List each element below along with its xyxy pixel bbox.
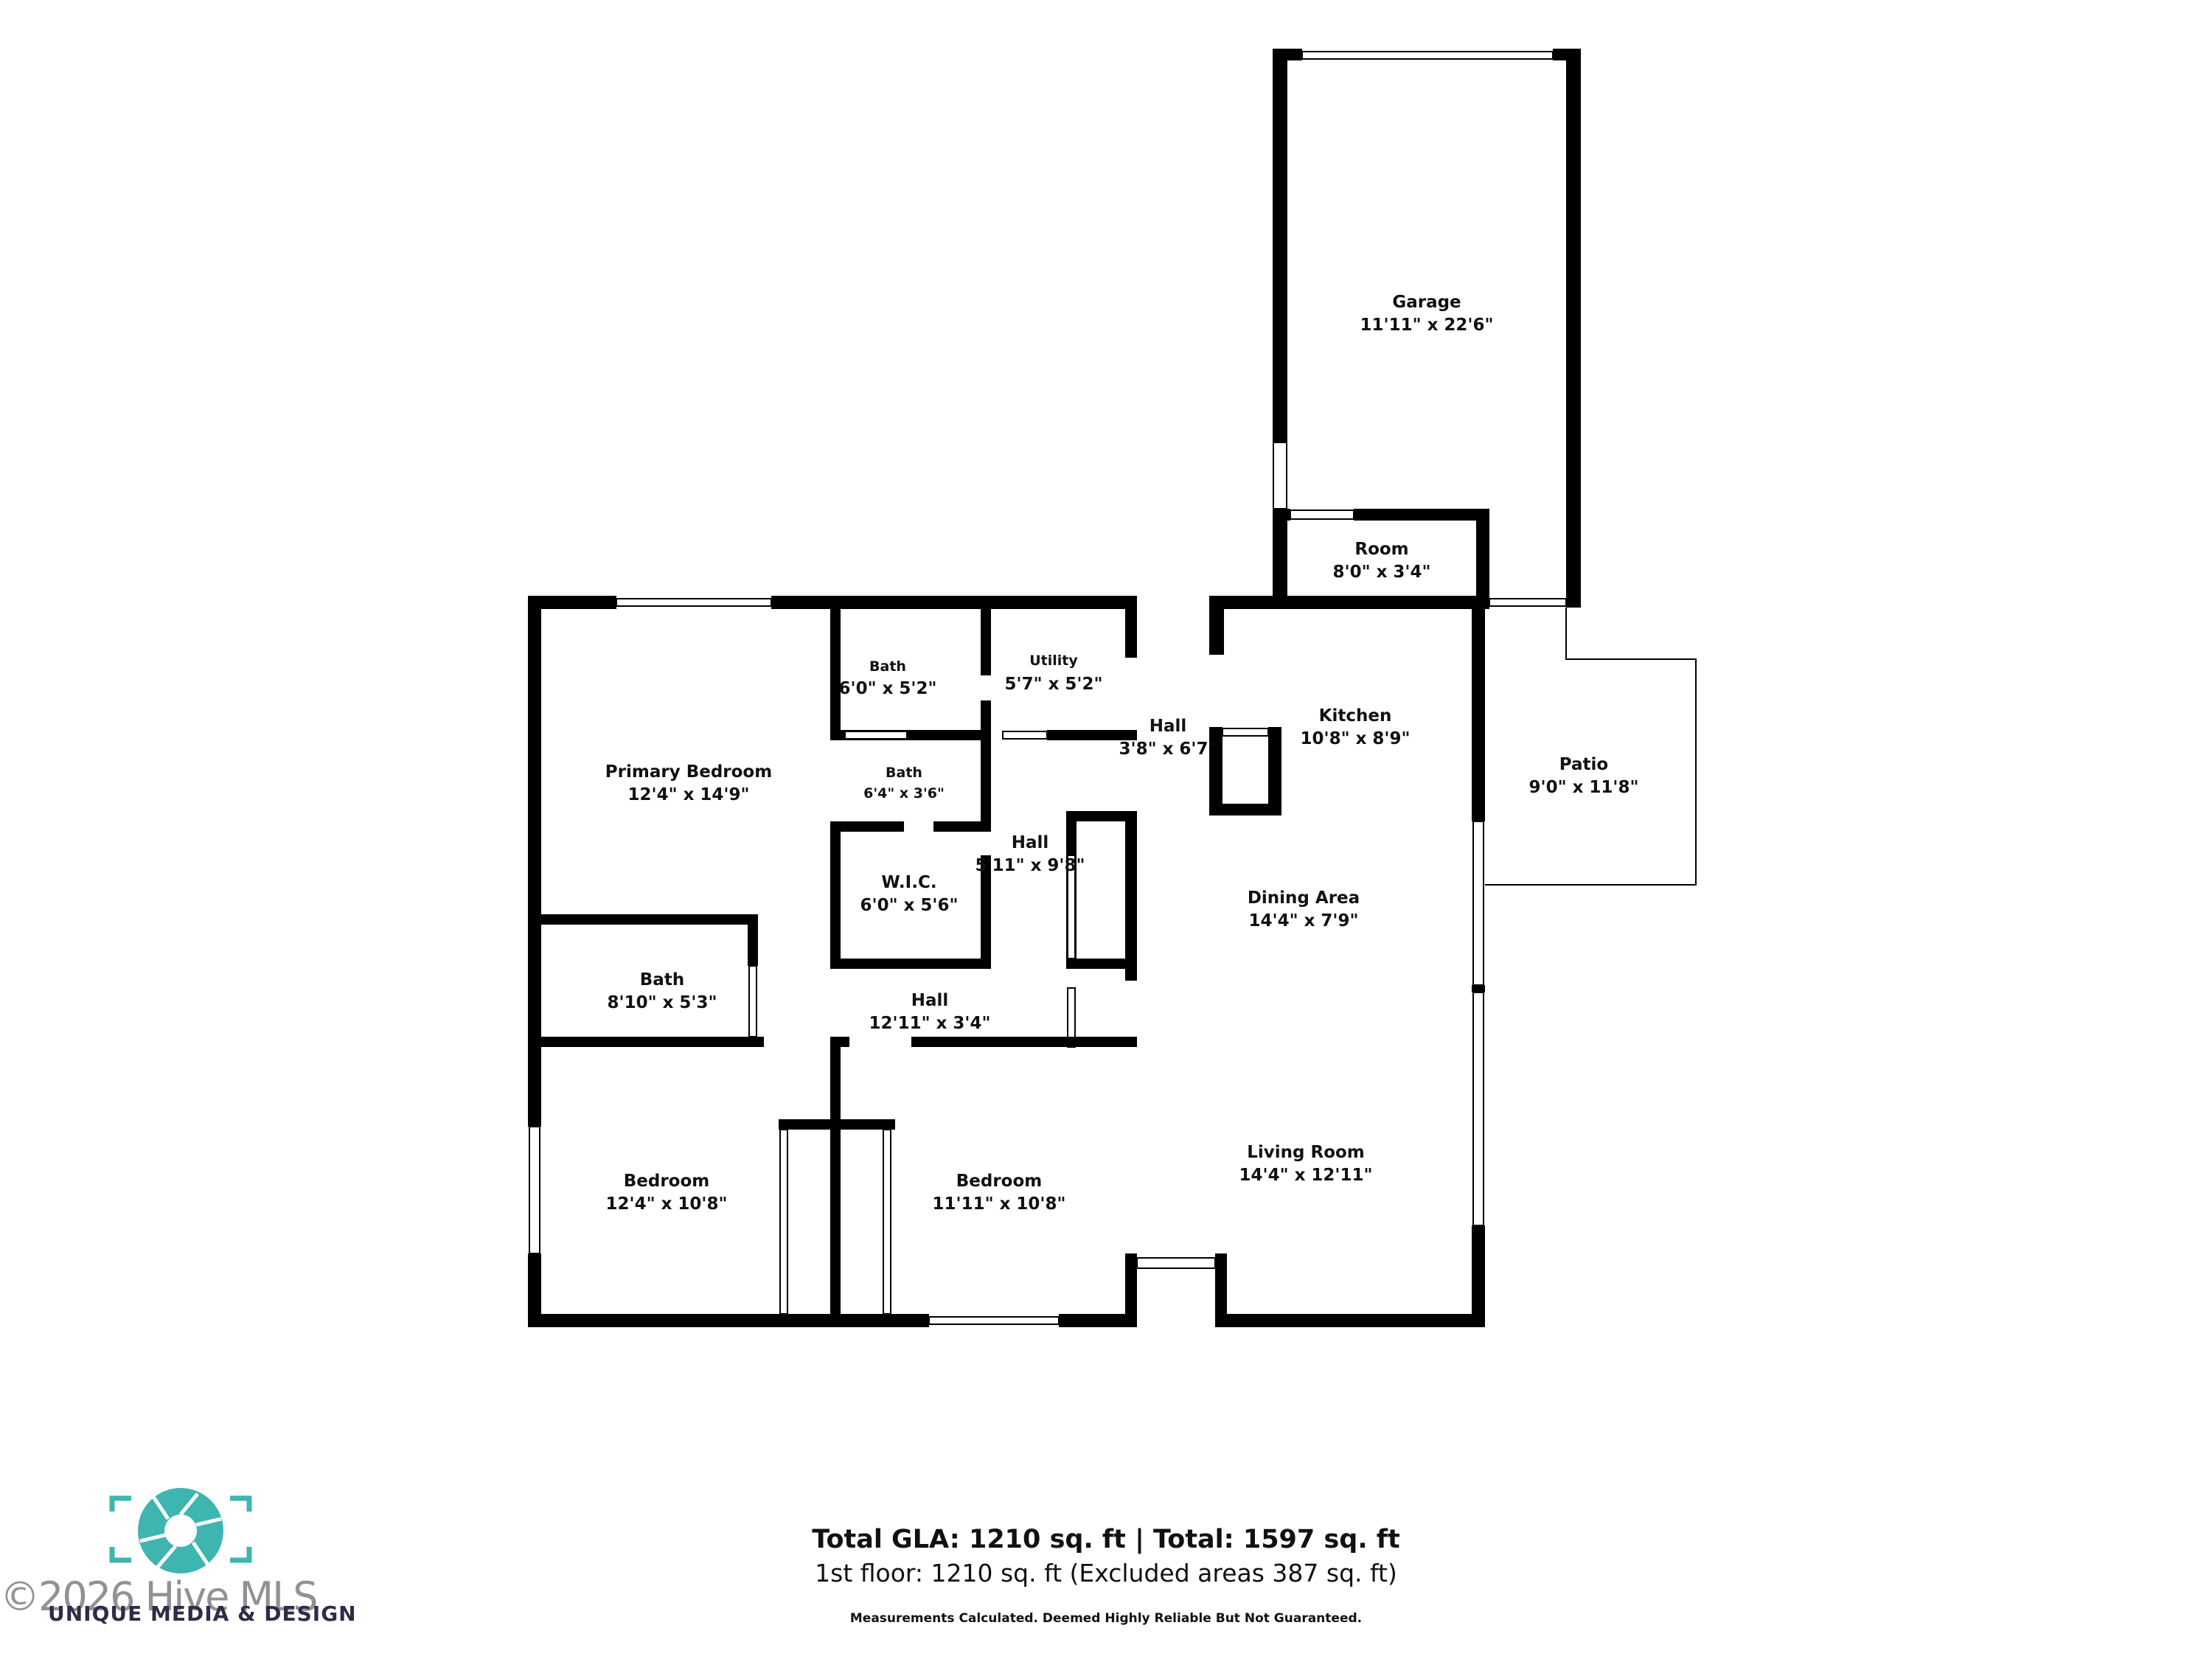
hall-bottom-dims: 12'11" x 3'4" xyxy=(869,1014,991,1033)
garage-label: Garage xyxy=(1392,293,1461,312)
interior-walls xyxy=(528,596,1281,1327)
patio-dims: 9'0" x 11'8" xyxy=(1529,778,1639,797)
small-room-label: Room xyxy=(1354,540,1408,559)
kitchen-label: Kitchen xyxy=(1319,706,1392,726)
room-labels: Garage 11'11" x 22'6" Room 8'0" x 3'4" K… xyxy=(605,293,1639,1214)
small-room-walls xyxy=(1273,509,1489,608)
bath-top-label: Bath xyxy=(869,658,906,675)
living-room-dims: 14'4" x 12'11" xyxy=(1239,1166,1373,1185)
wic-label: W.I.C. xyxy=(881,873,936,892)
unique-media-logo xyxy=(109,1488,252,1573)
disclaimer: Measurements Calculated. Deemed Highly R… xyxy=(849,1611,1363,1626)
utility-dims: 5'7" x 5'2" xyxy=(1005,675,1103,694)
dining-area-dims: 14'4" x 7'9" xyxy=(1249,911,1359,931)
bath-top-dims: 6'0" x 5'2" xyxy=(839,679,937,698)
bath-left-label: Bath xyxy=(640,970,684,990)
camera-aperture-icon xyxy=(138,1488,223,1573)
bedroom-left-dims: 12'4" x 10'8" xyxy=(606,1194,728,1214)
living-room-label: Living Room xyxy=(1247,1143,1365,1162)
total-area: Total GLA: 1210 sq. ft | Total: 1597 sq.… xyxy=(812,1525,1400,1554)
bath-mid-label: Bath xyxy=(886,765,922,781)
bedroom-mid-label: Bedroom xyxy=(956,1172,1043,1191)
house-outer-walls xyxy=(528,596,1567,1327)
primary-bedroom-label: Primary Bedroom xyxy=(605,762,772,782)
brand-name: UNIQUE MEDIA & DESIGN xyxy=(48,1601,357,1626)
utility-label: Utility xyxy=(1029,653,1078,669)
viewfinder-corners-icon xyxy=(109,1495,252,1563)
small-room-dims: 8'0" x 3'4" xyxy=(1333,563,1431,582)
hall-mid-label: Hall xyxy=(1012,833,1049,852)
patio-label: Patio xyxy=(1559,755,1608,774)
hall-top-label: Hall xyxy=(1150,717,1187,736)
bedroom-mid-dims: 11'11" x 10'8" xyxy=(933,1194,1066,1214)
hall-mid-dims: 5'11" x 9'8" xyxy=(975,856,1085,875)
floor-area: 1st floor: 1210 sq. ft (Excluded areas 3… xyxy=(815,1559,1397,1587)
hall-top-dims: 3'8" x 6'7" xyxy=(1119,740,1217,759)
primary-bedroom-dims: 12'4" x 14'9" xyxy=(628,785,750,804)
bedroom-left-label: Bedroom xyxy=(624,1172,710,1191)
hall-bottom-label: Hall xyxy=(911,991,949,1010)
patio-outline xyxy=(1485,608,1697,886)
wic-dims: 6'0" x 5'6" xyxy=(860,896,959,915)
garage-dims: 11'11" x 22'6" xyxy=(1360,316,1494,335)
copyright-watermark: ©2026 Hive MLS xyxy=(0,1573,318,1620)
kitchen-dims: 10'8" x 8'9" xyxy=(1301,729,1411,748)
dining-area-label: Dining Area xyxy=(1248,888,1360,908)
bath-mid-dims: 6'4" x 3'6" xyxy=(863,785,945,801)
bath-left-dims: 8'10" x 5'3" xyxy=(608,993,717,1012)
